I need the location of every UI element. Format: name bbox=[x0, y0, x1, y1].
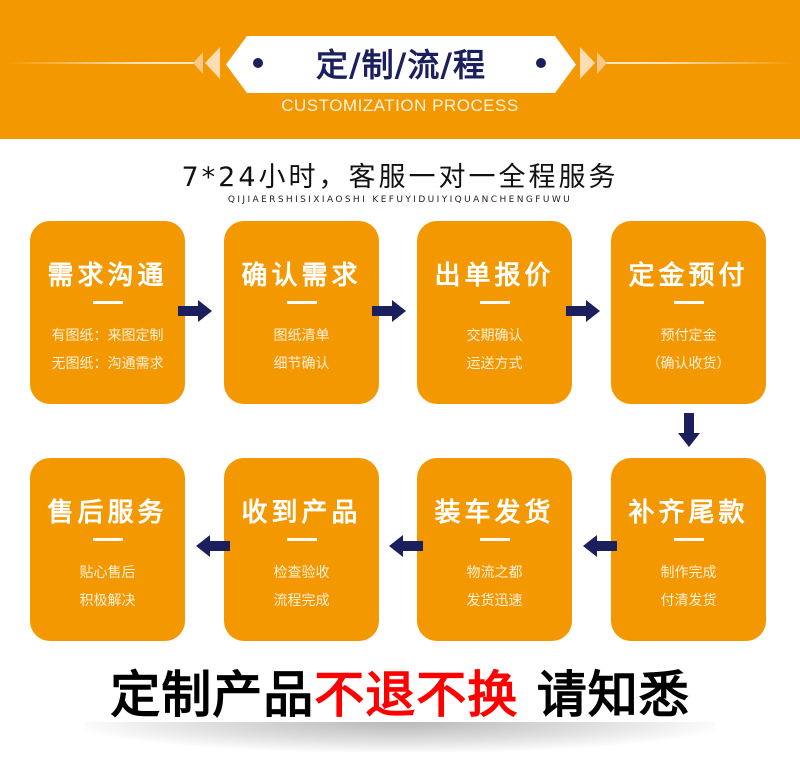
step-card-1: 需求沟通 有图纸：来图定制 无图纸：沟通需求 bbox=[30, 221, 185, 404]
step-desc: 积极解决 bbox=[79, 593, 136, 609]
step-divider bbox=[480, 301, 510, 304]
service-pinyin: QIJIAERSHISIXIAOSHI KEFUYIDUIYIQUANCHENG… bbox=[227, 195, 573, 205]
step-desc: 预付定金 bbox=[660, 328, 717, 344]
step-title: 定金预付 bbox=[628, 261, 749, 291]
step-title: 收到产品 bbox=[241, 498, 362, 528]
step-desc: 付清发货 bbox=[660, 593, 717, 609]
notice-text-black: 请知悉 bbox=[518, 666, 690, 724]
step-divider bbox=[674, 301, 704, 304]
step-desc: 无图纸：沟通需求 bbox=[51, 356, 164, 372]
dot-icon bbox=[536, 58, 546, 68]
step-desc: 交期确认 bbox=[466, 328, 523, 344]
triangle-right-icon bbox=[580, 47, 595, 79]
step-desc: 细节确认 bbox=[273, 356, 330, 372]
step-divider bbox=[480, 538, 510, 541]
arrow-left-icon bbox=[196, 535, 230, 557]
decorative-line-right bbox=[602, 62, 797, 64]
step-desc: 贴心售后 bbox=[79, 565, 136, 581]
step-desc: 物流之都 bbox=[466, 565, 523, 581]
step-desc: 检查验收 bbox=[273, 565, 330, 581]
step-desc: 有图纸：来图定制 bbox=[51, 328, 164, 344]
step-card-2: 确认需求 图纸清单 细节确认 bbox=[224, 221, 379, 404]
service-headline: 7*24小时，客服一对一全程服务 bbox=[181, 162, 619, 193]
step-card-4: 定金预付 预付定金 （确认收货） bbox=[611, 221, 766, 404]
step-title: 确认需求 bbox=[241, 261, 362, 291]
step-desc: 制作完成 bbox=[660, 565, 717, 581]
step-desc: 运送方式 bbox=[466, 356, 523, 372]
notice-shadow bbox=[85, 722, 715, 752]
arrow-right-icon bbox=[178, 300, 212, 322]
step-divider bbox=[93, 538, 123, 541]
arrow-left-icon bbox=[389, 535, 423, 557]
step-card-5: 补齐尾款 制作完成 付清发货 bbox=[611, 458, 766, 641]
step-divider bbox=[674, 538, 704, 541]
notice-banner: 定制产品不退不换 请知悉 bbox=[0, 664, 800, 726]
step-divider bbox=[287, 301, 317, 304]
step-title: 需求沟通 bbox=[47, 261, 168, 291]
title-plate bbox=[226, 36, 576, 93]
step-card-3: 出单报价 交期确认 运送方式 bbox=[417, 221, 572, 404]
notice-text-black: 定制产品 bbox=[110, 666, 315, 724]
step-desc: 图纸清单 bbox=[273, 328, 330, 344]
step-desc: 发货迅速 bbox=[466, 593, 523, 609]
page-title: 定/制/流/程 bbox=[315, 46, 487, 84]
dot-icon bbox=[253, 58, 263, 68]
arrow-down-icon bbox=[678, 413, 700, 447]
step-title: 出单报价 bbox=[434, 261, 555, 291]
triangle-left-icon bbox=[205, 47, 220, 79]
step-title: 售后服务 bbox=[47, 498, 168, 528]
step-title: 装车发货 bbox=[434, 498, 555, 528]
step-desc: 流程完成 bbox=[273, 593, 330, 609]
page-subtitle: CUSTOMIZATION PROCESS bbox=[281, 96, 519, 115]
arrow-right-icon bbox=[372, 300, 406, 322]
notice-text-red: 不退不换 bbox=[314, 666, 519, 724]
step-desc: （确认收货） bbox=[646, 356, 731, 372]
step-card-8: 售后服务 贴心售后 积极解决 bbox=[30, 458, 185, 641]
decorative-line-left bbox=[5, 62, 197, 64]
header-banner: 定/制/流/程 CUSTOMIZATION PROCESS bbox=[0, 0, 800, 139]
step-card-7: 收到产品 检查验收 流程完成 bbox=[224, 458, 379, 641]
step-divider bbox=[287, 538, 317, 541]
arrow-right-icon bbox=[566, 300, 600, 322]
step-title: 补齐尾款 bbox=[628, 498, 749, 528]
step-card-6: 装车发货 物流之都 发货迅速 bbox=[417, 458, 572, 641]
arrow-left-icon bbox=[583, 535, 617, 557]
step-divider bbox=[93, 301, 123, 304]
triangle-left-icon bbox=[193, 52, 203, 74]
triangle-right-icon bbox=[597, 52, 607, 74]
